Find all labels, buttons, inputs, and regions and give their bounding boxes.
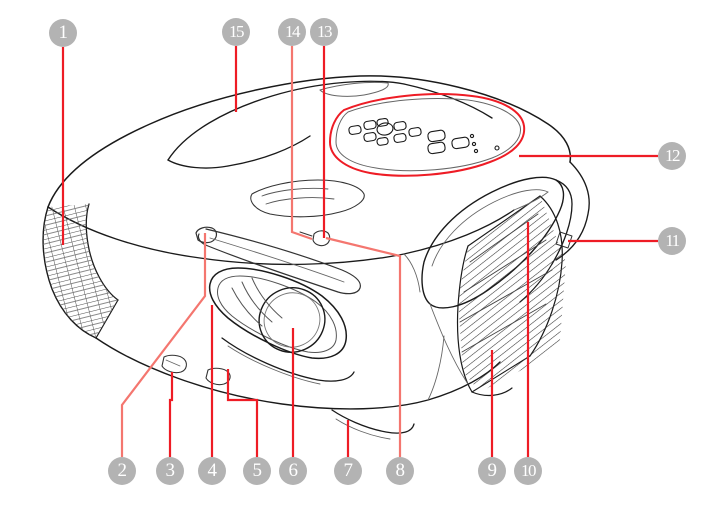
- leader-8: [325, 236, 402, 457]
- leader-3: [168, 372, 174, 457]
- callout-6[interactable]: 6: [279, 457, 307, 485]
- right-rear-corner: [429, 303, 513, 397]
- front-bottom-edge: [95, 337, 501, 410]
- exhaust-vent-left: [42, 203, 119, 339]
- control-panel-highlight: [328, 93, 526, 177]
- projector-top-shell: [47, 75, 590, 261]
- callout-2[interactable]: 2: [108, 457, 136, 485]
- leader-14: [290, 46, 313, 241]
- callout-12[interactable]: 12: [658, 142, 686, 170]
- callout-10[interactable]: 10: [514, 457, 542, 485]
- callout-11[interactable]: 11: [658, 227, 686, 255]
- callout-3[interactable]: 3: [156, 457, 184, 485]
- callout-8[interactable]: 8: [386, 457, 414, 485]
- leader-lines: [61, 46, 658, 457]
- lamp-cover-panel: [167, 80, 493, 169]
- top-front-bezel: [47, 206, 515, 266]
- callout-15[interactable]: 15: [222, 18, 250, 46]
- callout-13[interactable]: 13: [310, 18, 338, 46]
- leader-2: [120, 233, 207, 457]
- callout-1[interactable]: 1: [49, 19, 77, 47]
- callout-14[interactable]: 14: [278, 18, 306, 46]
- keystone-slider-assembly: [250, 179, 365, 247]
- callout-7[interactable]: 7: [334, 457, 362, 485]
- lens-assembly: [208, 267, 355, 385]
- control-panel-recess: [335, 98, 521, 172]
- body-side-contour: [403, 191, 549, 401]
- top-rear-edge-strip: [319, 81, 389, 97]
- leader-5: [226, 369, 259, 457]
- callout-9[interactable]: 9: [478, 457, 506, 485]
- callout-4[interactable]: 4: [198, 457, 226, 485]
- rear-foot: [331, 409, 415, 440]
- control-panel-buttons: [348, 117, 500, 155]
- callout-5[interactable]: 5: [243, 457, 271, 485]
